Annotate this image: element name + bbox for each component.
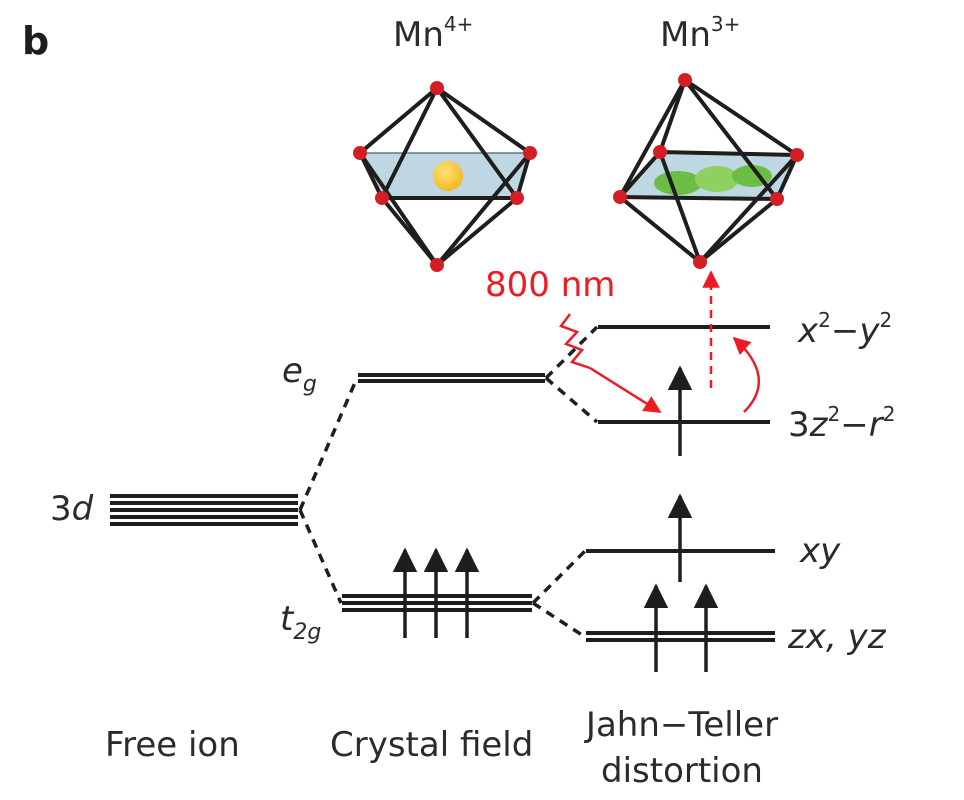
excitation-label: 800 nm — [485, 265, 616, 305]
label-part: g — [302, 372, 317, 397]
octahedron-mn3 — [613, 73, 804, 269]
level-label-eg: eg — [282, 354, 317, 396]
mn3-label: Mn3+ — [660, 14, 740, 52]
level-3d — [110, 494, 298, 526]
label-part: 2 — [879, 308, 893, 332]
label-part: r — [868, 405, 883, 445]
level-label-xy: xy — [800, 531, 841, 571]
level-label-3z2-r2: 3z2−r2 — [788, 404, 895, 442]
photon-excitation — [558, 270, 760, 414]
label-part: − — [830, 311, 860, 351]
level-eg — [358, 373, 545, 383]
label-part: y — [859, 311, 880, 351]
panel-label: b — [22, 19, 50, 63]
level-label-zx-yz: zx, yz — [788, 617, 886, 657]
octahedron-vertices — [613, 73, 804, 269]
transition-arrow — [732, 336, 760, 413]
octahedron-vertices — [353, 81, 537, 272]
label-part: t — [280, 599, 294, 639]
column-label-free-ion: Free ion — [105, 725, 240, 765]
label-part: − — [840, 405, 869, 445]
label-part: 3 — [50, 489, 72, 529]
column-label-crystal-field: Crystal field — [330, 725, 534, 765]
label-part: e — [282, 351, 303, 391]
eg-orbital-lobes — [654, 165, 772, 195]
label-part: 3 — [788, 405, 810, 445]
octahedron-edges — [618, 78, 799, 264]
mn4-ion-core — [433, 161, 463, 191]
ion-charge: 4+ — [443, 12, 474, 36]
level-label-t2g: t2g — [280, 602, 321, 644]
level-label-3d: 3d — [50, 492, 93, 526]
label-part: d — [71, 489, 94, 529]
ion-charge: 3+ — [710, 12, 741, 36]
column-label-line: distortion — [601, 751, 763, 791]
photon-arrow — [589, 366, 662, 414]
column-label-jahn-teller: Jahn−Teller distortion — [572, 708, 792, 788]
ion-symbol: Mn — [393, 15, 444, 55]
ion-symbol: Mn — [660, 15, 711, 55]
label-part: z — [809, 405, 828, 445]
mn4-label: Mn4+ — [393, 14, 473, 52]
label-part: 2 — [827, 402, 841, 426]
octahedron-edges — [358, 86, 532, 267]
splitting-connectors — [298, 325, 599, 639]
label-part: 2g — [293, 620, 322, 645]
level-label-x2-y2: x2−y2 — [798, 310, 892, 348]
label-part: x — [798, 311, 819, 351]
label-part: 2 — [882, 402, 896, 426]
column-label-line: Jahn−Teller — [585, 705, 779, 745]
label-part: 2 — [818, 308, 831, 332]
octahedron-mn4 — [353, 81, 537, 272]
electron-spins — [392, 365, 719, 672]
photon-wave — [558, 313, 591, 370]
level-zx-yz — [586, 631, 775, 642]
